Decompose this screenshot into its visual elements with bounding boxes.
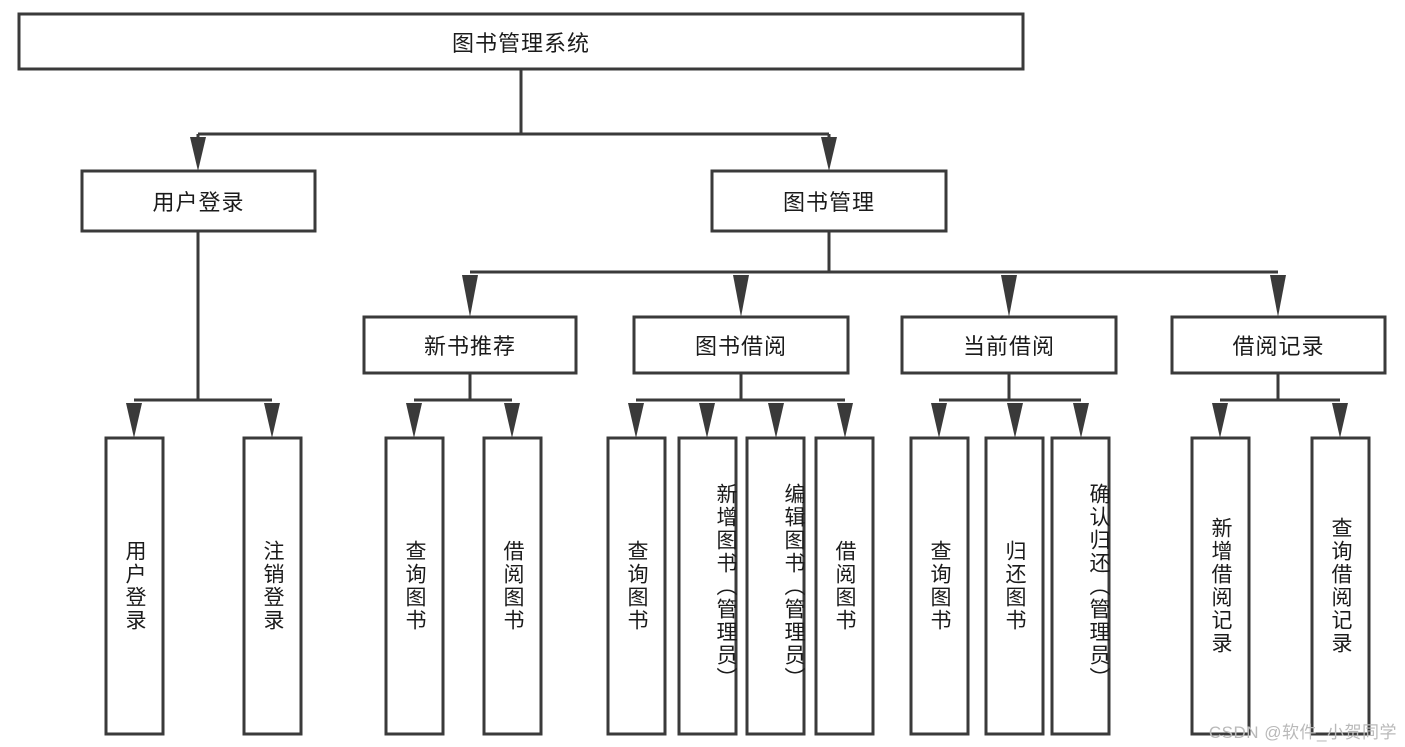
arrow-head-book-borrow — [733, 275, 749, 317]
node-box-user-login[interactable] — [80, 169, 317, 233]
node-box-root[interactable] — [17, 12, 1025, 71]
node-box-leaf-logout[interactable] — [242, 436, 303, 736]
node-box-current-borrow[interactable] — [900, 315, 1118, 375]
arrow-head-current-borrow — [1001, 275, 1017, 317]
arrow-head-leaf-borrow-book-1 — [504, 403, 520, 438]
arrow-head-leaf-borrow-book-2 — [837, 403, 853, 438]
node-box-leaf-add-record[interactable] — [1190, 436, 1251, 736]
node-box-leaf-user-login[interactable] — [104, 436, 165, 736]
node-box-leaf-query-book-3[interactable] — [909, 436, 970, 736]
node-box-borrow-record[interactable] — [1170, 315, 1387, 375]
node-box-leaf-borrow-book-1[interactable] — [482, 436, 543, 736]
arrow-head-borrow-record — [1270, 275, 1286, 317]
arrow-head-leaf-query-book-2 — [628, 403, 644, 438]
node-box-book-management[interactable] — [710, 169, 948, 233]
arrow-head-leaf-edit-book — [768, 403, 784, 438]
arrow-head-leaf-query-book-1 — [406, 403, 422, 438]
node-box-book-borrow[interactable] — [632, 315, 850, 375]
arrow-head-leaf-logout — [264, 403, 280, 438]
node-box-leaf-query-book-2[interactable] — [606, 436, 667, 736]
arrow-head-new-book-recommend — [462, 275, 478, 317]
node-box-leaf-borrow-book-2[interactable] — [814, 436, 875, 736]
node-box-leaf-add-book[interactable] — [677, 436, 738, 736]
arrow-head-user-login — [190, 137, 206, 171]
node-box-new-book-recommend[interactable] — [362, 315, 578, 375]
arrow-head-leaf-return-book — [1007, 403, 1023, 438]
arrow-head-leaf-query-record — [1332, 403, 1348, 438]
node-box-leaf-confirm-return[interactable] — [1050, 436, 1111, 736]
node-box-leaf-return-book[interactable] — [984, 436, 1045, 736]
node-box-leaf-query-record[interactable] — [1310, 436, 1371, 736]
arrow-head-leaf-query-book-3 — [931, 403, 947, 438]
arrow-head-leaf-add-record — [1212, 403, 1228, 438]
node-box-leaf-edit-book[interactable] — [745, 436, 806, 736]
arrow-head-leaf-confirm-return — [1073, 403, 1089, 438]
arrow-head-book-management — [821, 137, 837, 171]
arrow-head-leaf-user-login — [126, 403, 142, 438]
arrow-head-leaf-add-book — [699, 403, 715, 438]
node-box-leaf-query-book-1[interactable] — [384, 436, 445, 736]
